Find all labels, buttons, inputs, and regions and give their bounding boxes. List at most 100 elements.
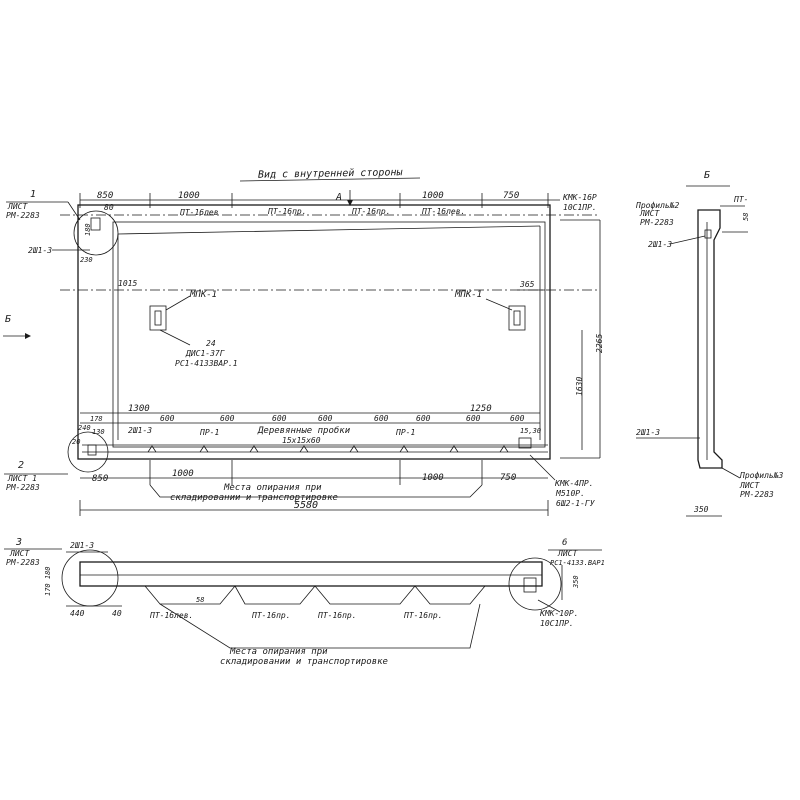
label-pt-16lev-top: ПТ-16лев [179, 208, 219, 217]
label-pt-16pr-top-1: ПТ-16пр. [267, 207, 307, 216]
mpk-left-box [149, 305, 167, 331]
dim-600-a: 600 [160, 414, 175, 423]
plan-outline [79, 561, 543, 587]
callout-2-plate [87, 444, 97, 456]
dim-1000-bottom-left: 1000 [172, 469, 194, 479]
plan-pt-16pr-1: ПТ-16пр. [251, 611, 291, 620]
dim-1300: 1300 [128, 404, 150, 414]
callout-1-circle [73, 210, 119, 256]
profile2-ref: РМ-2283 [640, 218, 674, 227]
plan-10s1pr: 10С1ПР. [540, 619, 574, 628]
profile-top-embed [704, 229, 712, 239]
mpk-left: МПК-1 24 ДИС1-37Г РС1-4133ВАР.1 1015 [118, 279, 238, 368]
label-pr-1-b: ПР-1 [395, 428, 415, 437]
mpk-right-box [508, 305, 526, 331]
callout-2-ref: РМ-2283 [6, 483, 40, 492]
label-kmk-4pr: КМК-4ПР. [554, 479, 594, 488]
view-b-right-label: Б [704, 170, 710, 181]
label-pt-16pr-top-2: ПТ-16пр. [351, 207, 391, 216]
plan-support-leader [159, 603, 481, 649]
callout-1-ref: РМ-2283 [6, 211, 40, 220]
callout-1-sheet: ЛИСТ [7, 202, 28, 211]
plan-dim-170-180: 170 180 [44, 566, 52, 596]
profile-part-mid: 2Ш1-3 [636, 428, 660, 437]
profile2-sheet: ЛИСТ [639, 209, 660, 218]
callout-2-dim-20: 20 [72, 438, 80, 446]
label-m510r: М510Р. [555, 489, 585, 498]
callout-6-sheet: ЛИСТ [557, 549, 578, 558]
callout-3-sheet: ЛИСТ [9, 549, 30, 558]
drawing-title: Вид с внутренней стороны [258, 166, 404, 181]
kmk-4pr-leader [529, 454, 556, 481]
top-dimension-chain: 850 80 1000 1000 750 ПТ-16лев ПТ-16пр. П… [79, 191, 597, 217]
dim-750-top: 750 [503, 191, 519, 201]
panel-outline [77, 204, 551, 460]
label-kmk-16r: КМК-16Р [562, 193, 597, 202]
opening-outline [112, 221, 546, 448]
callout-2-dim-130: 130 [92, 428, 105, 436]
dim-15-30: 15,30 [520, 427, 541, 435]
profile-view: Б Профиль№2 ЛИСТ РМ-2283 ПТ- 58 2Ш1-3 2Ш… [635, 170, 784, 517]
callout-1-dim-180: 180 [84, 223, 92, 236]
support-bracket [149, 484, 483, 498]
plan-pt-16pr-3: ПТ-16пр. [403, 611, 443, 620]
dim-600-d: 600 [318, 414, 333, 423]
dim-2265: 2265 [595, 334, 604, 353]
dim-178: 178 [90, 415, 103, 423]
plan-dim-350: 350 [572, 575, 580, 589]
profile3-leader [721, 467, 741, 479]
label-10s1pr-top: 10С1ПР. [563, 203, 597, 212]
dim-600-c: 600 [272, 414, 287, 423]
dim-600-e: 600 [374, 414, 389, 423]
callout-3-number: 3 [15, 537, 22, 548]
view-a-arrowhead [347, 200, 353, 206]
callout-1-part: 2Ш1-3 [28, 246, 52, 255]
plan-support-note-1: Места опирания при [229, 647, 328, 657]
plan-dim-440: 440 [70, 609, 85, 618]
profile3-sheet: ЛИСТ [739, 481, 760, 490]
callout-6-ref: РС1-4133.ВАР1 [550, 559, 605, 567]
dim-600-f: 600 [416, 414, 431, 423]
main-panel [60, 204, 600, 460]
mpk-right: МПК-1 365 [454, 280, 545, 331]
plan-dim-40: 40 [112, 609, 122, 618]
label-2sh1-3-inner: 2Ш1-3 [128, 426, 152, 435]
dim-1630: 1630 [575, 377, 584, 396]
callout-1-number: 1 [30, 189, 36, 200]
mpk-left-label: МПК-1 [189, 290, 217, 300]
callout-1-leader-2 [67, 201, 81, 221]
opening-top-edge [117, 225, 541, 235]
dim-600-b: 600 [220, 414, 235, 423]
dim-365: 365 [519, 280, 535, 289]
dim-1250: 1250 [470, 404, 492, 414]
plan-kmk-leader [537, 599, 561, 613]
profile-dim-350: 350 [693, 505, 709, 514]
callout-2-sheet: ЛИСТ 1 [7, 474, 37, 483]
callout-1: 1 ЛИСТ РМ-2283 2Ш1-3 230 180 [6, 189, 119, 264]
profile-part-top: 2Ш1-3 [648, 240, 672, 249]
callout-2-number: 2 [18, 460, 24, 471]
profile-dim-58: 58 [742, 213, 750, 221]
right-vertical-dims: 1630 2265 [575, 220, 604, 458]
dim-5580: 5580 [294, 500, 318, 511]
callout-6-number: 6 [562, 538, 567, 548]
wood-plugs [147, 445, 509, 453]
callout-2-circle [67, 431, 109, 473]
dim-1015: 1015 [118, 279, 137, 288]
dim-850-top: 850 [97, 191, 113, 201]
profile-outline [697, 209, 723, 469]
profile-pt: ПТ- [733, 195, 748, 204]
view-a-label: А [335, 192, 342, 203]
callout-6-circle [508, 557, 562, 611]
callout-2-dim-240: 240 [78, 424, 91, 432]
dim-1000-bottom-right: 1000 [422, 473, 444, 483]
plan-pt-16pr-2: ПТ-16пр. [317, 611, 357, 620]
plugs-label: Деревянные пробки [257, 425, 351, 436]
label-pr-1-a: ПР-1 [199, 428, 219, 437]
plan-part-2sh1-3: 2Ш1-3 [70, 541, 94, 550]
profile-part-top-leader [669, 235, 706, 245]
bottom-plan-view: 3 ЛИСТ РМ-2283 2Ш1-3 170 180 440 40 58 П… [4, 537, 605, 667]
profile3-label: Профиль№3 [739, 471, 784, 480]
bottom-dimension-chain: 850 1000 1000 750 Места опирания при скл… [79, 454, 596, 516]
callout-1-plate [90, 217, 101, 231]
